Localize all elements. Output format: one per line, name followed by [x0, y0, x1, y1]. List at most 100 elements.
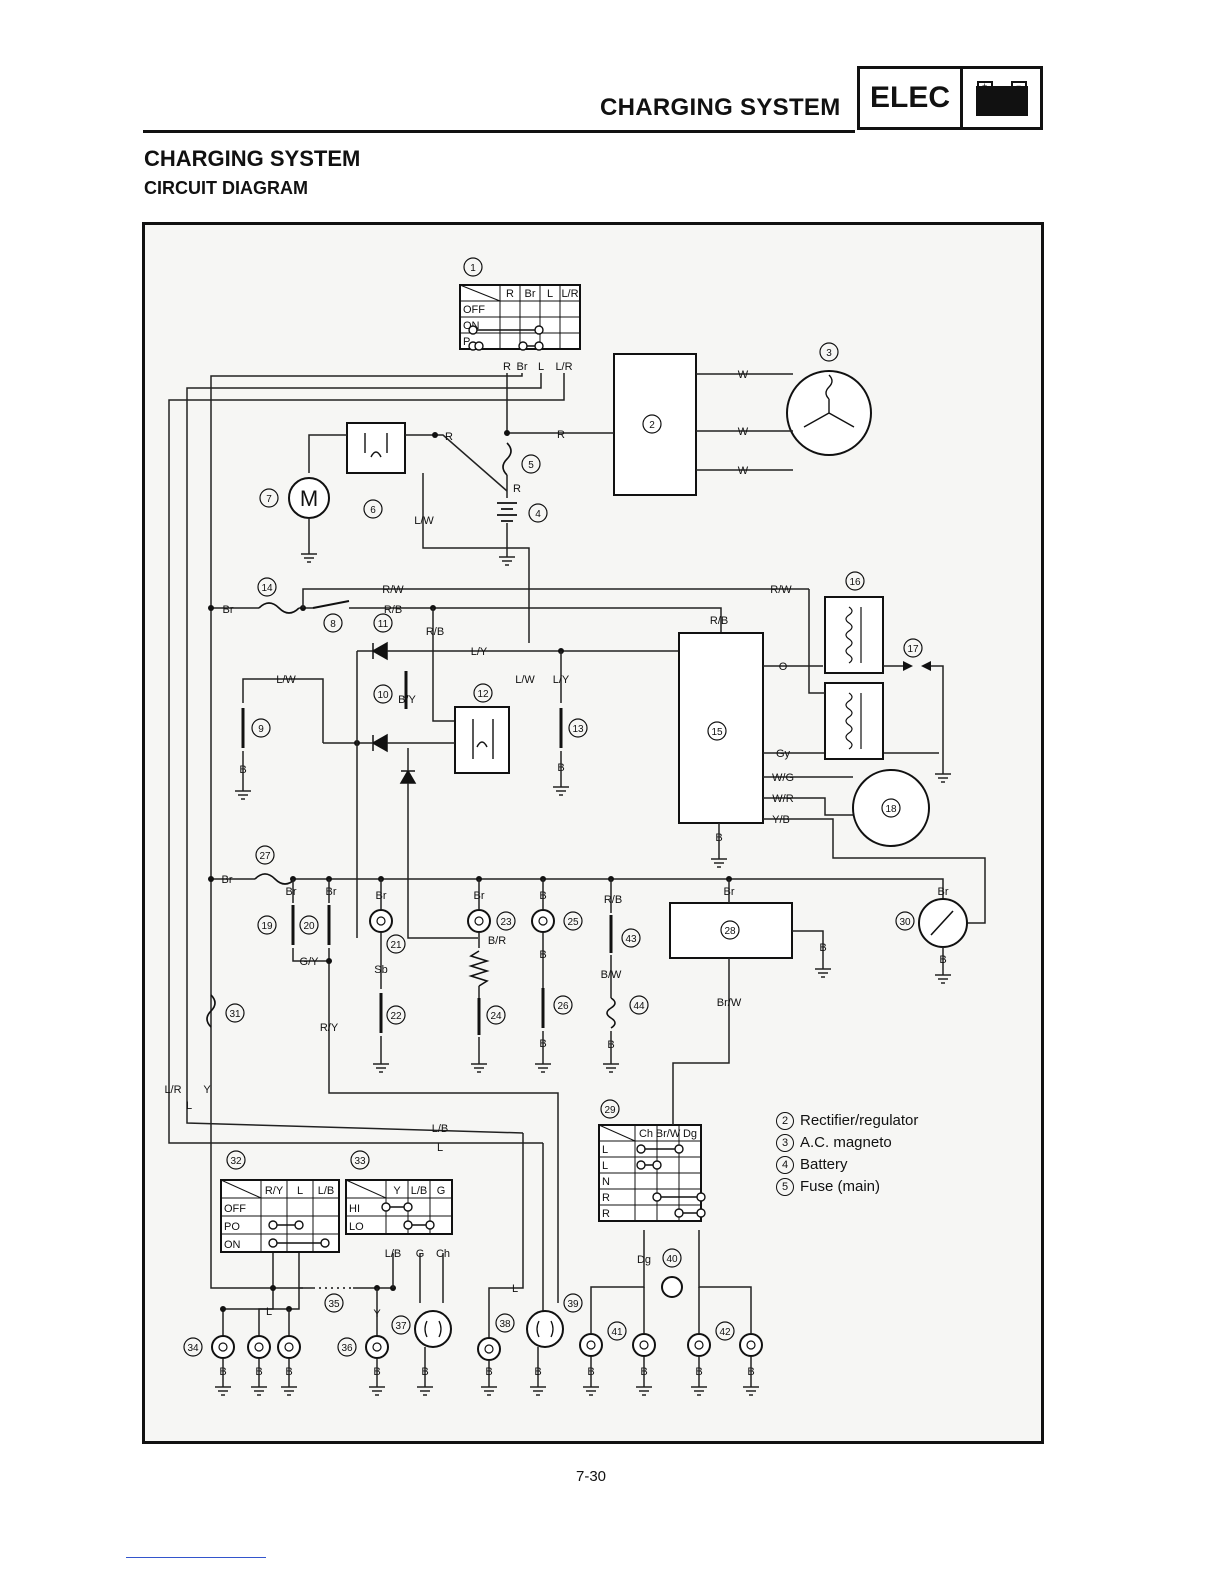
- wire: [186, 373, 542, 1134]
- wire: [242, 678, 324, 743]
- callout-circle: [373, 613, 393, 633]
- callout-circle: [662, 1248, 682, 1268]
- callout-circle: [715, 1321, 735, 1341]
- connection-node: [403, 1220, 413, 1230]
- callout-circle: [486, 1005, 506, 1025]
- turn-switch-column-header: Br/W: [656, 1128, 681, 1140]
- light-switch-column-header: G: [437, 1185, 446, 1197]
- callout-number: 39: [567, 1299, 579, 1310]
- section-tab-label: ELEC: [860, 69, 963, 127]
- bulb-symbol: [247, 1335, 271, 1359]
- legend-number: 5: [776, 1178, 794, 1196]
- junction-dot: [208, 605, 214, 611]
- coil-winding: [845, 692, 862, 750]
- turn-switch-column-header: Dg: [683, 1128, 697, 1140]
- callout-number: 29: [604, 1105, 616, 1116]
- headlight-filaments: [424, 1320, 442, 1338]
- headlight-37: [414, 1310, 452, 1348]
- callout-number: 12: [477, 689, 489, 700]
- wire-label: R: [445, 431, 453, 443]
- taillight-39: [526, 1310, 564, 1348]
- bulb-symbol: [477, 1337, 501, 1361]
- callout-circle: [563, 911, 583, 931]
- bulb-filament: [639, 1340, 649, 1350]
- wire-label: R/B: [710, 615, 728, 627]
- wire: [763, 818, 986, 924]
- callout-number: 42: [719, 1327, 731, 1338]
- connection-node: [636, 1144, 646, 1154]
- wire-label: O: [779, 661, 788, 673]
- wire-label: B: [539, 949, 546, 961]
- wire-label: L: [538, 361, 544, 373]
- flasher-relay: [669, 902, 793, 959]
- callout-number: 5: [528, 460, 534, 471]
- wire-label: W/R: [772, 793, 793, 805]
- table-diagonal: [459, 284, 501, 302]
- bulb-filament: [376, 916, 386, 926]
- callout-circle: [881, 798, 901, 818]
- wire: [168, 373, 565, 1144]
- connection-node: [468, 325, 478, 335]
- table-diagonal: [345, 1179, 387, 1199]
- wire-label: L: [512, 1283, 518, 1295]
- legend-number: 4: [776, 1156, 794, 1174]
- wire-label: R: [503, 361, 511, 373]
- wire-label: L/R: [164, 1084, 181, 1096]
- callout-circle: [251, 718, 271, 738]
- meter-needle: [930, 910, 954, 936]
- callout-number: 33: [354, 1156, 366, 1167]
- legend-label: Rectifier/regulator: [800, 1112, 919, 1129]
- bulb-filament: [484, 1344, 494, 1354]
- fuse-31: [206, 994, 216, 1028]
- callout-circle: [607, 1321, 627, 1341]
- callout-circle: [323, 613, 343, 633]
- spark-gap: [903, 661, 931, 671]
- wire-label: L/R: [555, 361, 572, 373]
- turn-switch-row-label: R: [602, 1208, 610, 1220]
- wire-label: B/R: [488, 935, 506, 947]
- page-number: 7-30: [576, 1468, 607, 1485]
- switch-8: [312, 600, 350, 609]
- wire: [292, 948, 329, 962]
- rectifier-regulator: [613, 353, 697, 496]
- bulb-symbol: [579, 1333, 603, 1357]
- bulb-symbol: [277, 1335, 301, 1359]
- callout-number: 28: [724, 926, 736, 937]
- bulb-symbol: [365, 1335, 389, 1359]
- callout-number: 26: [557, 1001, 569, 1012]
- callout-circle: [819, 342, 839, 362]
- wire-label: Br/W: [717, 997, 742, 1009]
- wire-label: Br: [222, 874, 233, 886]
- callout-circle: [350, 1150, 370, 1170]
- callout-circle: [642, 414, 662, 434]
- legend-number: 3: [776, 1134, 794, 1152]
- callout-circle: [226, 1150, 246, 1170]
- callout-number: 18: [885, 804, 897, 815]
- bulb-filament: [372, 1342, 382, 1352]
- footer-rule: [126, 1557, 266, 1558]
- dimmer-switch-column-header: L: [297, 1185, 303, 1197]
- callout-circle: [363, 499, 383, 519]
- wire-label: W: [738, 426, 749, 438]
- magneto-coils: [803, 374, 855, 428]
- wire-label: R/Y: [320, 1022, 339, 1034]
- callout-number: 24: [490, 1011, 502, 1022]
- callout-circle: [496, 911, 516, 931]
- callout-number: 32: [230, 1156, 242, 1167]
- connection-node: [534, 325, 544, 335]
- callout-circle: [463, 257, 483, 277]
- wire-label: G/Y: [300, 956, 320, 968]
- callout-circle: [299, 915, 319, 935]
- callout-number: 2: [649, 420, 655, 431]
- callout-number: 8: [330, 619, 336, 630]
- bulb-filament: [254, 1342, 264, 1352]
- main-fuse: [502, 442, 512, 476]
- header-title: CHARGING SYSTEM: [600, 94, 841, 121]
- connection-node: [674, 1208, 684, 1218]
- callout-number: 7: [266, 494, 272, 505]
- relay-12-contacts: [472, 719, 494, 759]
- motor-letter: M: [300, 486, 318, 511]
- junction-dot: [208, 876, 214, 882]
